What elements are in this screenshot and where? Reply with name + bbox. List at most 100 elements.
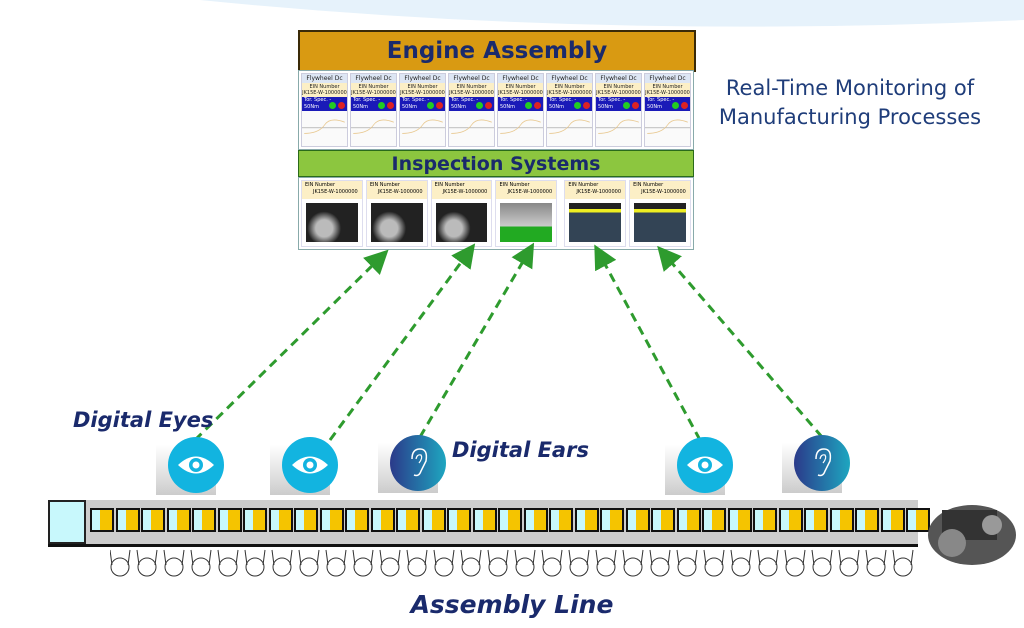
digital-eyes-label: Digital Eyes (73, 408, 214, 432)
ear-icon (411, 448, 428, 477)
ein-label: EIN Number (369, 182, 400, 188)
worker (784, 549, 806, 577)
ein-value: JK15E-W-1000000 (507, 189, 553, 195)
ein-value: JK15E-W-1000000 (641, 189, 686, 195)
ein-value: JK15E-W-1000000 (302, 90, 347, 96)
worker (892, 549, 914, 577)
workstation-window (549, 508, 573, 532)
worker (541, 549, 563, 577)
workstation-window (294, 508, 318, 532)
workstation-window (319, 508, 344, 532)
ein-value: JK15E-W-1000000 (645, 90, 690, 96)
inspection-systems-title: Inspection Systems (298, 150, 694, 177)
worker (244, 549, 266, 577)
worker (730, 549, 752, 577)
station-name: Flywheel Dc (547, 74, 592, 83)
workstation-window (370, 508, 395, 532)
workstation-window (906, 508, 930, 532)
engine-image (928, 505, 1016, 565)
worker (406, 549, 428, 577)
ear-sensor (794, 435, 850, 491)
digital-ears-label: Digital Ears (452, 438, 589, 462)
ein-value: JK15E-W-1000000 (576, 189, 622, 195)
ein-value: JK15E-W-1000000 (498, 90, 543, 96)
worker (298, 549, 320, 577)
workstation-window (166, 508, 191, 532)
torque-spec: Tor. Spec. - 50Nm (451, 97, 479, 110)
eye-sensor (168, 437, 224, 493)
workstation-window (625, 508, 650, 532)
eye-sensor (282, 437, 338, 493)
torque-graph (449, 111, 494, 146)
torque-graph (400, 111, 445, 146)
ein-label: EIN Number (554, 84, 585, 90)
torque-graph (351, 111, 396, 146)
workstation-window (90, 508, 114, 532)
ein-value: JK15E-W-1000000 (449, 90, 494, 96)
line-start-block (48, 500, 86, 544)
arrow (418, 242, 535, 438)
ein-value: JK15E-W-1000000 (313, 189, 358, 195)
ein-label: EIN Number (309, 84, 340, 90)
ein-label: EIN Number (407, 84, 438, 90)
eye-icon (292, 456, 328, 474)
workstation-window (702, 508, 726, 532)
workstation-window (217, 508, 242, 532)
eye-icon (178, 456, 214, 474)
ok-icon (329, 102, 336, 109)
inspection-image (306, 203, 358, 242)
worker (703, 549, 725, 577)
workstation-window (192, 508, 216, 532)
ok-icon (672, 102, 679, 109)
torque-spec: Tor. Spec. - 50Nm (402, 97, 430, 110)
arrow (657, 245, 824, 438)
workstation-window (855, 508, 879, 532)
torque-spec: Tor. Spec. - 50Nm (647, 97, 675, 110)
inspection-image (370, 203, 423, 242)
ear-icon (815, 448, 832, 477)
ein-value: JK15E-W-1000000 (351, 90, 396, 96)
workstation-window (523, 508, 548, 532)
worker (568, 549, 590, 577)
worker (136, 549, 158, 577)
station-name: Flywheel Dc (596, 74, 641, 83)
eye-sensor (677, 437, 733, 493)
workstation-window (804, 508, 828, 532)
ein-value: JK15E-W-1000000 (377, 189, 423, 195)
workstation-window (829, 508, 854, 532)
ein-value: JK15E-W-1000000 (442, 189, 488, 195)
workstation-window (651, 508, 675, 532)
ein-label: EIN Number (499, 182, 530, 188)
headline: Real-Time Monitoring of Manufacturing Pr… (700, 74, 1000, 132)
worker (190, 549, 212, 577)
torque-graph (547, 111, 592, 146)
assembly-line-label: Assembly Line (0, 590, 1024, 619)
workstation-window (345, 508, 369, 532)
station-name: Flywheel Dc (351, 74, 396, 83)
workstation-window (268, 508, 293, 532)
ng-icon (681, 102, 688, 109)
inspection-image (435, 203, 488, 242)
workstation-window (447, 508, 471, 532)
ng-icon (632, 102, 639, 109)
station-name: Flywheel Dc (498, 74, 543, 83)
worker (757, 549, 779, 577)
station-name: Flywheel Dc (302, 74, 347, 83)
workstation-window (753, 508, 777, 532)
headline-line1: Real-Time Monitoring of (725, 76, 975, 100)
worker (379, 549, 401, 577)
arrow (193, 249, 389, 442)
worker (433, 549, 455, 577)
eye-icon (687, 456, 723, 474)
